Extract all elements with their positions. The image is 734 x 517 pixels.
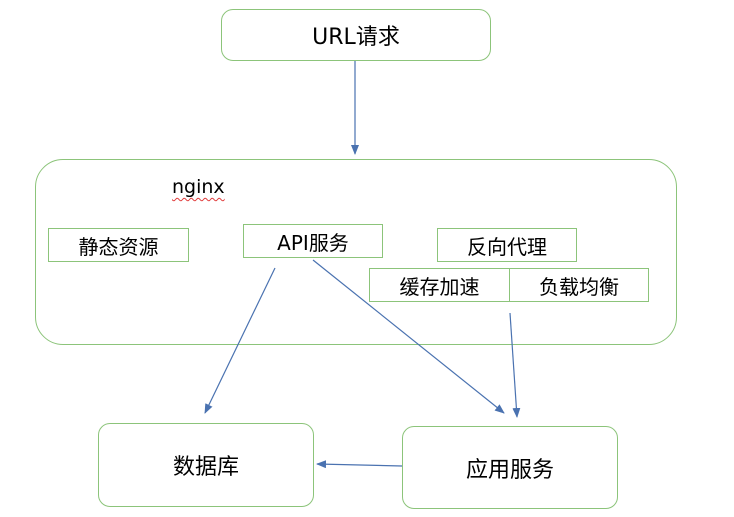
load-balancing-node: 负载均衡 <box>509 268 649 302</box>
reverse-proxy-node: 反向代理 <box>437 228 577 262</box>
cache-acceleration-node: 缓存加速 <box>369 268 510 302</box>
arrow-app-to-database <box>316 460 403 469</box>
application-service-node: 应用服务 <box>402 426 618 509</box>
static-resources-node: 静态资源 <box>48 228 189 262</box>
nginx-label: nginx <box>172 176 225 198</box>
database-node: 数据库 <box>98 423 314 507</box>
url-request-node: URL请求 <box>221 9 491 61</box>
api-service-node: API服务 <box>243 224 383 258</box>
